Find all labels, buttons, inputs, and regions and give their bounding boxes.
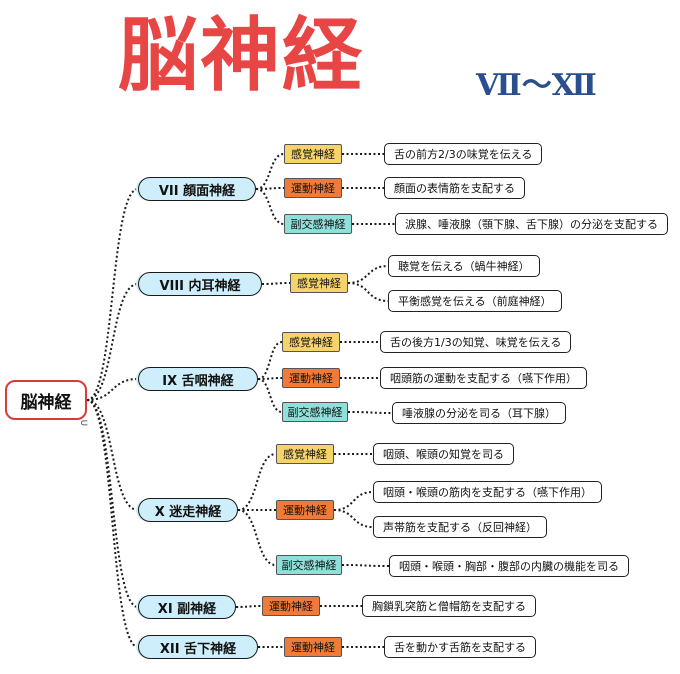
connector-line xyxy=(257,377,283,380)
type-sensory: 感覚神経 xyxy=(282,332,340,352)
description-box: 舌の後方1/3の知覚、味覚を伝える xyxy=(380,331,572,353)
connector-line xyxy=(86,399,139,608)
type-parasympathetic: 副交感神経 xyxy=(276,555,342,575)
connector-line xyxy=(237,509,277,566)
connector-line xyxy=(86,399,139,511)
connector-line xyxy=(86,399,139,648)
nerve-node-accessory[interactable]: XI 副神経 xyxy=(138,595,236,619)
page-subtitle: Ⅶ〜Ⅻ xyxy=(476,68,597,103)
type-sensory: 感覚神経 xyxy=(284,144,342,164)
connector-line xyxy=(86,283,139,401)
connector-line xyxy=(257,341,283,380)
page-title: 脳神経 xyxy=(118,9,364,102)
description-box: 咽頭筋の運動を支配する（嚥下作用） xyxy=(380,367,587,389)
nerve-node-vagus[interactable]: X 迷走神経 xyxy=(138,498,238,522)
description-box: 顔面の表情筋を支配する xyxy=(384,177,525,199)
description-box: 咽頭・喉頭・胸部・腹部の内臓の機能を司る xyxy=(389,555,629,577)
connector-line xyxy=(333,509,374,528)
connector-line xyxy=(261,282,291,285)
connector-line xyxy=(255,153,285,190)
nerve-node-glossopharyngeal[interactable]: IX 舌咽神経 xyxy=(138,367,258,391)
type-parasympathetic: 副交感神経 xyxy=(284,214,352,234)
connector-line xyxy=(255,187,285,190)
nerve-node-facial[interactable]: VII 顔面神経 xyxy=(138,177,256,201)
connector-line xyxy=(333,491,374,511)
nerve-node-hypoglossal[interactable]: XII 舌下神経 xyxy=(138,635,258,659)
description-box: 平衡感覚を伝える（前庭神経） xyxy=(388,290,562,312)
description-box: 胸鎖乳突筋と僧帽筋を支配する xyxy=(362,595,536,617)
description-box: 咽頭、喉頭の知覚を司る xyxy=(373,443,514,465)
description-box: 舌の前方2/3の味覚を伝える xyxy=(384,143,543,165)
description-box: 舌を動かす舌筋を支配する xyxy=(384,636,536,658)
description-box: 唾液腺の分泌を司る（耳下腺） xyxy=(392,402,566,424)
type-motor: 運動神経 xyxy=(284,637,342,657)
connector-line xyxy=(347,265,389,284)
connector-line xyxy=(86,188,139,401)
type-parasympathetic: 副交感神経 xyxy=(282,402,348,422)
connector-line xyxy=(86,378,139,401)
type-motor: 運動神経 xyxy=(276,500,334,520)
type-motor: 運動神経 xyxy=(284,178,342,198)
connector-line xyxy=(235,605,263,608)
connector-line xyxy=(347,411,393,414)
description-box: 聴覚を伝える（蝸牛神経） xyxy=(388,255,540,277)
connector-line xyxy=(255,188,285,225)
root-mark: ⊂ xyxy=(80,418,89,429)
nerve-node-vestibulocochlear[interactable]: VIII 内耳神経 xyxy=(138,272,262,296)
connector-line xyxy=(237,453,277,511)
connector-line xyxy=(341,564,390,567)
root-node[interactable]: 脳神経 xyxy=(5,380,87,420)
connector-line xyxy=(257,378,283,413)
type-sensory: 感覚神経 xyxy=(276,444,334,464)
description-box: 涙腺、唾液腺（顎下腺、舌下腺）の分泌を支配する xyxy=(395,213,668,235)
type-motor: 運動神経 xyxy=(282,368,340,388)
type-sensory: 感覚神経 xyxy=(290,273,348,293)
type-motor: 運動神経 xyxy=(262,596,320,616)
description-box: 声帯筋を支配する（反回神経） xyxy=(373,516,547,538)
connector-line xyxy=(347,282,389,302)
description-box: 咽頭・喉頭の筋肉を支配する（嚥下作用） xyxy=(373,481,602,503)
